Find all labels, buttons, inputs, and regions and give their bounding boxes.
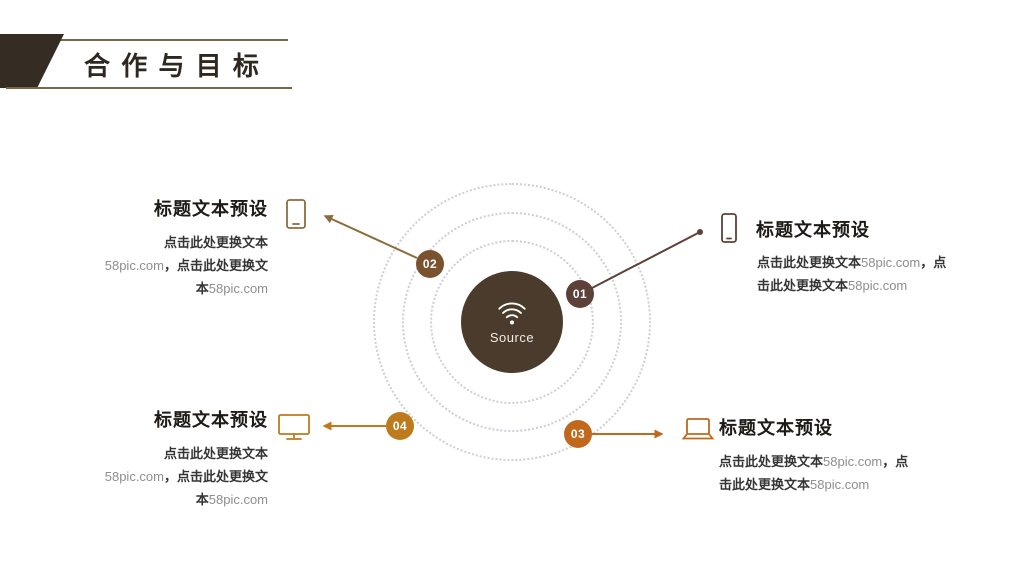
step-node-03: 03 [564,420,592,448]
laptop-icon [681,418,715,440]
step-node-04-number: 04 [392,419,408,433]
smartphone-icon [721,213,737,243]
title-rule-bottom [6,87,292,89]
item-topright-body: 点击此处更换文本58pic.com，点击此处更换文本58pic.com [757,255,947,293]
page-title: 合 作 与 目 标 [84,51,261,81]
tablet-icon [286,199,306,229]
item-bottomright-heading: 标题文本预设 [719,418,833,438]
source-label: Source [489,330,535,345]
item-bottomleft-body: 点击此处更换文本58pic.com，点击此处更换文本58pic.com [104,446,268,507]
item-topright-heading: 标题文本预设 [756,220,870,240]
dotted-ring-middle [402,212,622,432]
item-bottomright-body: 点击此处更换文本58pic.com，点击此处更换文本58pic.com [719,454,909,492]
step-node-03-number: 03 [570,427,586,441]
source-hub: Source [461,271,563,373]
corner-ribbon [0,34,64,88]
title-rule-top [8,39,288,41]
dotted-ring-outer [373,183,651,461]
step-node-01-number: 01 [572,287,588,301]
item-bottomleft-heading: 标题文本预设 [154,410,268,430]
dotted-ring-inner [430,240,594,404]
item-topleft-body: 点击此处更换文本58pic.com，点击此处更换文本58pic.com [104,235,268,296]
step-node-01: 01 [566,280,594,308]
step-node-02-number: 02 [422,257,438,271]
wifi-icon [498,302,526,325]
step-node-04: 04 [386,412,414,440]
monitor-icon [278,414,310,440]
step-node-02: 02 [416,250,444,278]
item-topleft-heading: 标题文本预设 [154,199,268,219]
